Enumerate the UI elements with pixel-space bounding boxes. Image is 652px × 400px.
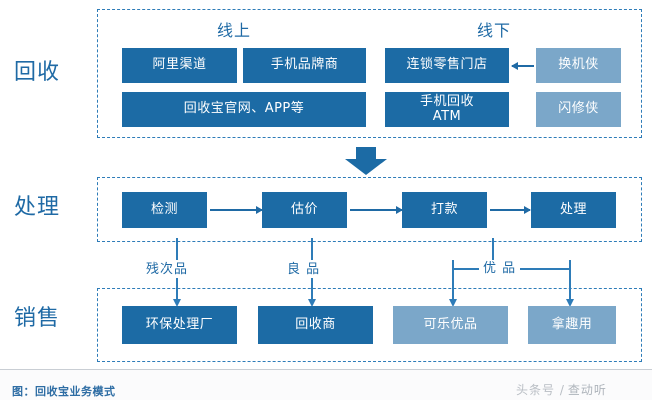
box-huishoubao-site-app[interactable]: 回收宝官网、APP等 [122,92,366,127]
connector-good-lower [308,278,315,307]
connector-premium-bracket-right-tick [569,260,571,269]
step-box-inspect[interactable]: 检测 [122,192,207,228]
box-eco-processing-plant[interactable]: 环保处理厂 [122,306,237,344]
row-label-process: 处理 [14,195,61,220]
arrow-inspect-to-price [210,206,263,214]
box-phone-recycle-atm[interactable]: 手机回收 ATM [385,92,509,127]
box-naquyong[interactable]: 拿趣用 [528,306,616,344]
connector-label-premium: 优 品 [479,262,521,275]
section-frame-process [97,177,642,242]
footer-divider [0,369,652,370]
watermark-prefix: 头条号 / [516,383,565,397]
box-phone-brand[interactable]: 手机品牌商 [243,48,366,83]
box-ali-channel[interactable]: 阿里渠道 [122,48,237,83]
watermark: 头条号 /查动听 [516,381,607,398]
connector-label-good: 良 品 [283,263,325,276]
step-box-pay[interactable]: 打款 [402,192,487,228]
arrow-price-to-pay [350,206,403,214]
down-arrow-icon [345,147,387,175]
watermark-suffix: 查动听 [567,383,607,397]
group-heading-online: 线上 [217,21,252,40]
connector-premium-trunk [492,238,494,260]
box-huanjixia[interactable]: 换机侠 [536,48,621,83]
figure-caption: 图：回收宝业务模式 [12,385,116,398]
box-shanxiuxia[interactable]: 闪修侠 [536,92,621,127]
connector-premium-bracket-left-tick [452,260,454,269]
connector-premium-left [449,268,456,307]
box-chain-retail-store[interactable]: 连锁零售门店 [385,48,509,83]
connector-good-upper [311,238,313,260]
box-recycler[interactable]: 回收商 [258,306,373,344]
connector-premium-right [566,268,573,307]
row-label-recycle: 回收 [14,60,61,85]
connector-defective-upper [176,238,178,260]
section-frame-recycle [97,9,642,138]
box-kele-youpin[interactable]: 可乐优品 [393,306,508,344]
footer-band [0,370,652,400]
group-heading-offline: 线下 [477,21,512,40]
arrow-pay-to-process [490,206,531,214]
connector-label-defective: 残次品 [142,263,193,276]
step-box-process[interactable]: 处理 [531,192,616,228]
row-label-sales: 销售 [14,306,61,331]
connector-defective-lower [173,278,180,307]
arrow-huanjixia-to-retail [511,62,534,70]
step-box-price[interactable]: 估价 [262,192,347,228]
section-frame-sales [97,288,642,362]
